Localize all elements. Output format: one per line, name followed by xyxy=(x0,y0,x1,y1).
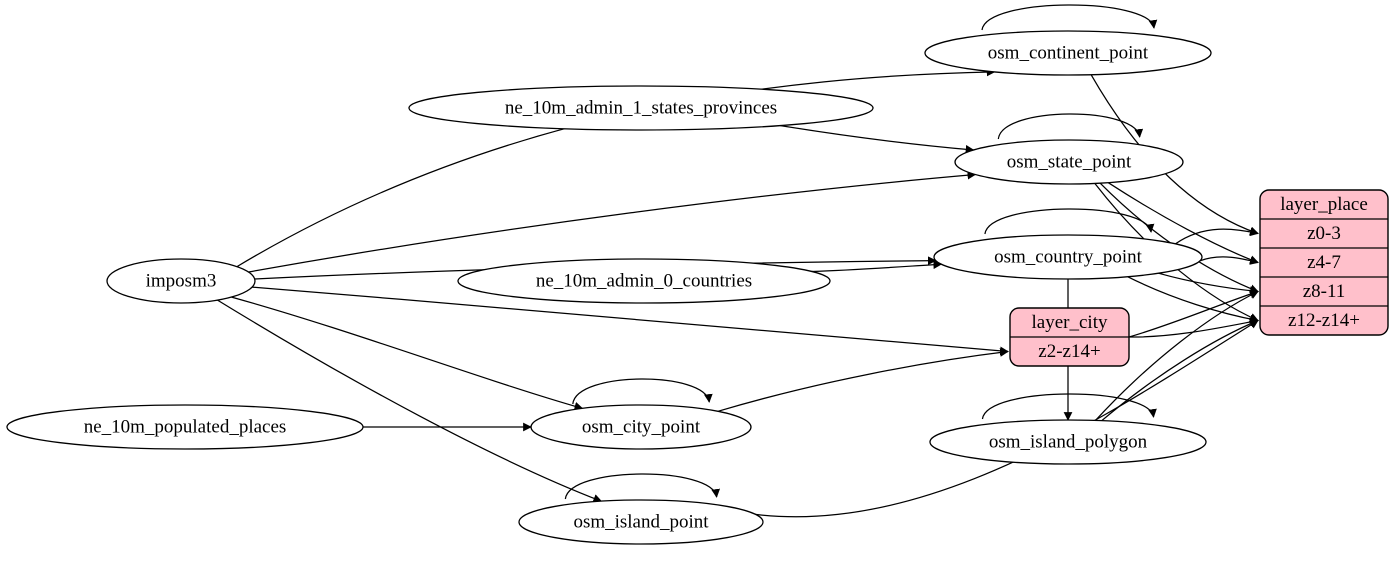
edge-path xyxy=(1095,290,1259,421)
node-ne_10m_admin_0_countries[interactable]: ne_10m_admin_0_countries xyxy=(457,258,831,304)
edge-ne_10m_admin_0_countries-to-osm_country_point xyxy=(811,260,943,273)
node-shape xyxy=(929,419,1207,465)
node-shape xyxy=(6,404,364,450)
edge-path xyxy=(564,473,720,500)
edge-osm_island_point-to-osm_island_point xyxy=(564,473,720,500)
edge-osm_country_point-to-layer_place-z0-3 xyxy=(1175,227,1259,245)
node-shape xyxy=(933,234,1203,280)
node-shape xyxy=(924,30,1212,76)
record-row-z0-3[interactable]: z0-3 xyxy=(1307,223,1341,244)
node-label: osm_country_point xyxy=(994,246,1142,267)
edge-imposm3-to-osm_city_point xyxy=(231,296,584,411)
edge-path xyxy=(699,319,1259,518)
node-label: ne_10m_populated_places xyxy=(84,416,287,437)
record-row-z8-11[interactable]: z8-11 xyxy=(1303,281,1346,302)
edge-path xyxy=(1158,272,1259,296)
node-shape xyxy=(518,499,764,545)
edge-path xyxy=(1128,317,1259,338)
node-label: ne_10m_admin_0_countries xyxy=(536,270,752,291)
node-shape xyxy=(457,258,831,304)
edge-osm_island_point-to-layer_place-z12-z14+ xyxy=(699,319,1259,518)
edge-osm_continent_point-to-osm_continent_point xyxy=(981,4,1158,31)
nodes-layer: imposm3 ne_10m_admin_1_states_provincesne… xyxy=(6,30,1389,545)
edge-path xyxy=(1199,256,1259,265)
edge-path xyxy=(248,170,977,273)
node-ne_10m_admin_1_states_provinces[interactable]: ne_10m_admin_1_states_provinces xyxy=(408,85,874,131)
record-title: layer_place xyxy=(1280,194,1368,215)
edge-path xyxy=(1094,183,1259,322)
record-node-layer_place[interactable]: layer_place z0-3 z4-7 z8-11 z12-z14+ xyxy=(1259,189,1389,336)
record-row-z2-z14+[interactable]: z2-z14+ xyxy=(1038,341,1100,362)
edge-path xyxy=(217,299,603,503)
edge-path xyxy=(1127,276,1259,324)
edge-osm_country_point-to-layer_place-z4-7 xyxy=(1199,256,1259,265)
node-osm_city_point[interactable]: osm_city_point xyxy=(530,404,752,450)
edge-path xyxy=(717,348,1009,412)
edge-ne_10m_admin_1_states_provinces-to-osm_state_point xyxy=(780,124,975,154)
node-label: osm_state_point xyxy=(1007,151,1132,172)
edge-osm_city_point-to-layer_city-z2-z14+ xyxy=(717,348,1009,412)
edge-layer_city-to-layer_place-z12-z14+ xyxy=(1128,317,1259,338)
edge-layer_city-to-layer_place-z8-11 xyxy=(1128,289,1259,338)
edge-osm_state_point-to-layer_place-z4-7 xyxy=(1107,182,1259,264)
edge-imposm3-to-osm_island_point xyxy=(217,299,603,503)
edge-path xyxy=(1107,182,1259,264)
node-label: ne_10m_admin_1_states_provinces xyxy=(505,97,777,118)
node-label: osm_continent_point xyxy=(988,42,1149,63)
node-osm_country_point[interactable]: osm_country_point xyxy=(933,234,1203,280)
node-osm_island_point[interactable]: osm_island_point xyxy=(518,499,764,545)
node-ne_10m_populated_places[interactable]: ne_10m_populated_places xyxy=(6,404,364,450)
edge-osm_country_point-to-layer_place-z8-11 xyxy=(1158,272,1259,296)
record-outline xyxy=(1259,189,1389,336)
edge-path xyxy=(981,4,1158,31)
edge-path xyxy=(811,260,943,273)
node-shape xyxy=(106,258,256,304)
edge-osm_country_point-to-osm_country_point xyxy=(984,208,1155,235)
edge-path xyxy=(1090,74,1259,236)
node-shape xyxy=(530,404,752,450)
edge-path xyxy=(984,208,1155,235)
node-osm_continent_point[interactable]: osm_continent_point xyxy=(924,30,1212,76)
edge-path xyxy=(1175,227,1259,245)
edge-path xyxy=(572,378,713,405)
node-shape xyxy=(954,139,1184,185)
edge-osm_country_point-to-layer_place-z12-z14+ xyxy=(1127,276,1259,324)
edge-imposm3-to-osm_state_point xyxy=(248,170,977,273)
record-row-z12-z14+[interactable]: z12-z14+ xyxy=(1288,310,1360,331)
node-osm_island_polygon[interactable]: osm_island_polygon xyxy=(929,419,1207,465)
node-label: osm_island_polygon xyxy=(989,431,1148,452)
edge-osm_city_point-to-osm_city_point xyxy=(572,378,713,405)
record-node-layer_city[interactable]: layer_city z2-z14+ xyxy=(1009,307,1130,367)
edge-osm_island_polygon-to-layer_place-z8-11 xyxy=(1095,290,1259,421)
record-title: layer_city xyxy=(1032,312,1108,333)
edge-path xyxy=(780,124,975,154)
record-row-z4-7[interactable]: z4-7 xyxy=(1307,252,1341,273)
node-shape xyxy=(408,85,874,131)
edge-path xyxy=(997,113,1144,140)
edge-osm_state_point-to-osm_state_point xyxy=(997,113,1144,140)
node-label: osm_city_point xyxy=(582,416,701,437)
node-imposm3[interactable]: imposm3 xyxy=(106,258,256,304)
node-osm_state_point[interactable]: osm_state_point xyxy=(954,139,1184,185)
record-outline xyxy=(1009,307,1130,367)
node-label: imposm3 xyxy=(146,270,217,291)
edge-osm_state_point-to-layer_place-z12-z14+ xyxy=(1094,183,1259,322)
node-label: osm_island_point xyxy=(573,511,709,532)
edge-osm_continent_point-to-layer_place-z0-3 xyxy=(1090,74,1259,236)
edge-path xyxy=(231,296,584,411)
record-fill xyxy=(1260,190,1388,335)
edge-path xyxy=(1128,289,1259,338)
